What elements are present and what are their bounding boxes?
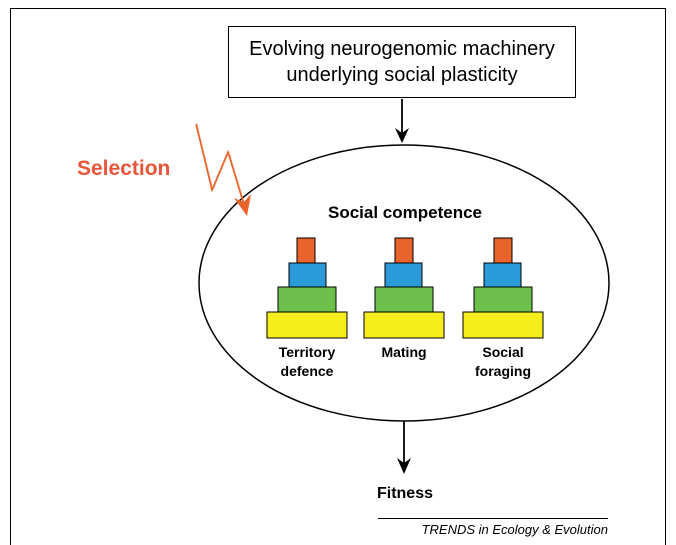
tier-base (462, 311, 544, 339)
pedestal-mating (363, 237, 445, 339)
top-box-line-1: Evolving neurogenomic machinery (249, 38, 555, 60)
frame-right-border (665, 8, 666, 545)
tier-second (483, 262, 522, 288)
tier-top (493, 237, 513, 264)
arrow-competence-to-fitness (397, 421, 411, 474)
pedestal-label-mating: Mating (354, 343, 454, 362)
social-competence-title: Social competence (327, 203, 482, 222)
tier-base (363, 311, 445, 339)
pedestal-label-line-2: foraging (475, 363, 531, 379)
selection-lightning-arrow (195, 123, 251, 216)
selection-label: Selection (77, 157, 171, 180)
tier-base (266, 311, 348, 339)
tier-third (473, 286, 533, 313)
tier-third (277, 286, 337, 313)
pedestal-label-line-2: defence (280, 363, 334, 379)
tier-second (384, 262, 423, 288)
pedestal-label-territory-defence: Territory defence (257, 343, 357, 381)
fitness-label: Fitness (376, 485, 433, 502)
journal-credit: TRENDS in Ecology & Evolution (378, 518, 608, 537)
pedestal-label-line-1: Territory (278, 344, 336, 360)
pedestal-label-social-foraging: Social foraging (453, 343, 553, 381)
arrow-box-to-competence (395, 99, 409, 143)
pedestal-territory-defence (266, 237, 348, 339)
pedestal-social-foraging (462, 237, 544, 339)
tier-third (374, 286, 434, 313)
tier-second (288, 262, 327, 288)
tier-top (394, 237, 414, 264)
neurogenomic-machinery-box: Evolving neurogenomic machinery underlyi… (228, 26, 576, 98)
top-box-line-2: underlying social plasticity (286, 64, 518, 86)
pedestal-label-line-1: Social (482, 344, 524, 360)
frame-left-border (10, 8, 11, 545)
frame-top-border (10, 8, 666, 9)
tier-top (296, 237, 316, 264)
pedestal-label-line-1: Mating (381, 344, 427, 360)
